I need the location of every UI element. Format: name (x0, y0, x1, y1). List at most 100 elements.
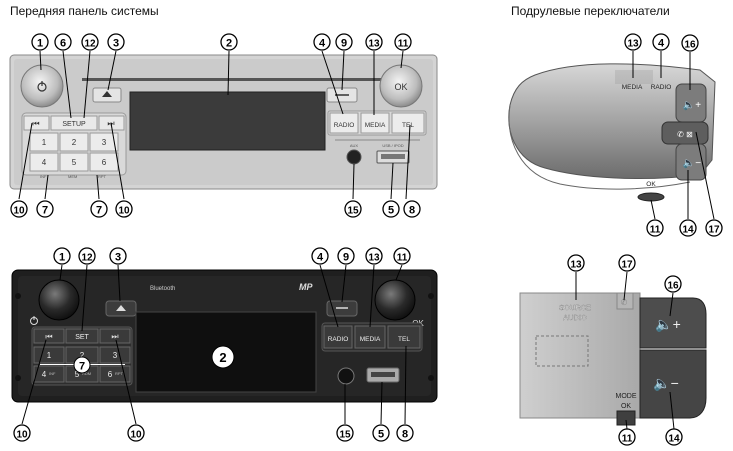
callout-badge: 7 (36, 200, 54, 218)
display-outline (535, 335, 589, 367)
usb-label: USB / IPOD (382, 143, 403, 148)
callout-number: 11 (650, 225, 661, 236)
set-label: SET (75, 334, 89, 341)
callout-number: 14 (682, 225, 694, 236)
prev-button[interactable] (23, 115, 50, 131)
stalk-2-leaders (575, 271, 675, 430)
callout-badge: 13 (365, 247, 383, 265)
callout-badge: 10 (115, 200, 133, 218)
callout-number: 13 (368, 39, 380, 50)
callout-badge: 4 (313, 33, 331, 51)
prev-button[interactable] (33, 328, 65, 344)
next-icon: ⏭ (111, 332, 118, 341)
callout-badge: 2 (220, 33, 238, 51)
preset-3-button[interactable] (89, 132, 119, 152)
volume-up-button[interactable] (639, 297, 707, 349)
callout-number: 1 (59, 252, 65, 264)
callout-number: 3 (115, 252, 121, 264)
preset-1-button[interactable] (33, 346, 65, 364)
callout-number: 11 (397, 253, 408, 264)
callout-number: 4 (658, 38, 665, 50)
tel-button[interactable] (387, 325, 421, 349)
preset-1-label: 1 (42, 138, 47, 147)
rdm-label: RDM (82, 371, 91, 376)
callout-number: 5 (378, 429, 384, 441)
mode-ok-wheel[interactable] (616, 410, 636, 426)
mp-logo: MP (299, 282, 313, 292)
preset-grid: 1 2 3 4 5 6 INF MEM RPT (29, 132, 119, 179)
callout-number: 13 (368, 253, 380, 264)
callout-number: 16 (667, 281, 679, 292)
preset-1-button[interactable] (29, 132, 59, 152)
volume-down-button[interactable] (639, 349, 707, 419)
callout-number: 10 (130, 430, 142, 441)
callout-badge: 17 (705, 219, 723, 237)
callout-badge: 17 (618, 254, 636, 272)
radio-2-unit: OK Bluetooth MP 2 ⏮ SET ⏭ 1 2 3 4 (11, 269, 438, 403)
preset-4-label: 4 (42, 158, 47, 167)
volume-up-icon: 🔈+ (655, 316, 681, 333)
radio-label: RADIO (328, 336, 349, 343)
media-label: MEDIA (365, 122, 386, 129)
ok-label: OK (646, 181, 656, 188)
callout-number: 15 (347, 206, 359, 217)
callout-number: 9 (341, 38, 347, 50)
callout-number: 11 (622, 434, 633, 445)
ok-wheel[interactable] (637, 192, 665, 202)
callout-number: 9 (343, 252, 349, 264)
callout-number: 3 (113, 38, 119, 50)
power-volume-knob[interactable] (38, 279, 80, 321)
aux-jack[interactable] (337, 367, 355, 385)
tel-button[interactable] (391, 112, 425, 134)
callout-number: 10 (118, 206, 130, 217)
callout-badge: 11 (394, 33, 412, 51)
preset-callout: 7 (79, 361, 85, 373)
ok-knob-label: OK (394, 82, 407, 92)
preset-4-button[interactable] (29, 152, 59, 172)
callout-number: 10 (13, 206, 25, 217)
callout-badge: 10 (127, 424, 145, 442)
callout-number: 8 (409, 205, 415, 217)
tel-label: TEL (402, 122, 414, 129)
callout-badge: 11 (646, 219, 664, 237)
preset-5-button[interactable] (59, 152, 89, 172)
callout-badge: 8 (403, 200, 421, 218)
radio-button[interactable] (329, 112, 359, 134)
volume-down-icon: 🔈− (653, 375, 679, 392)
media-button[interactable] (360, 112, 390, 134)
callout-number: 11 (398, 39, 409, 50)
next-button[interactable] (99, 328, 131, 344)
callout-number: 5 (388, 205, 394, 217)
radio-label: RADIO (334, 122, 355, 129)
callout-number: 16 (684, 40, 696, 51)
callout-badge: 10 (10, 200, 28, 218)
callout-number: 15 (339, 430, 351, 441)
radio-1-callouts: 1 6 12 3 2 4 9 13 11 10 7 7 10 15 5 8 (10, 33, 421, 218)
rpt-label: RPT (115, 371, 124, 376)
callout-badge: 15 (336, 424, 354, 442)
setup-label: SETUP (62, 121, 86, 128)
setup-button[interactable] (50, 115, 98, 131)
callout-badge: 15 (344, 200, 362, 218)
bluetooth-label: Bluetooth (150, 286, 175, 292)
source-label: SOURCE (559, 303, 591, 312)
preset-3-button[interactable] (99, 346, 131, 364)
preset-2-button[interactable] (59, 132, 89, 152)
callout-number: 17 (621, 260, 633, 271)
steering-stalk-1: 🔈+ ✆ ⊠ 🔈− MEDIA RADIO OK (508, 63, 716, 202)
preset-6-button[interactable] (99, 365, 131, 383)
preset-1-label: 1 (47, 351, 52, 360)
callout-badge: 11 (618, 428, 636, 446)
callout-number: 8 (402, 429, 408, 441)
volume-down-button[interactable] (675, 143, 707, 181)
screen-callout: 2 (219, 350, 226, 365)
callout-badge: 10 (13, 424, 31, 442)
ok-knob[interactable] (374, 279, 416, 321)
preset-3-label: 3 (113, 351, 118, 360)
aux-jack[interactable] (346, 149, 362, 165)
preset-4-button[interactable] (33, 365, 65, 383)
callout-number: 4 (319, 38, 326, 50)
radio-1-unit: OK ⏮ SETUP ⏭ 1 2 3 4 5 6 INF MEM (9, 54, 438, 190)
preset-grid: 1 2 3 4 5 6 INF RDM RPT 7 (33, 346, 131, 383)
